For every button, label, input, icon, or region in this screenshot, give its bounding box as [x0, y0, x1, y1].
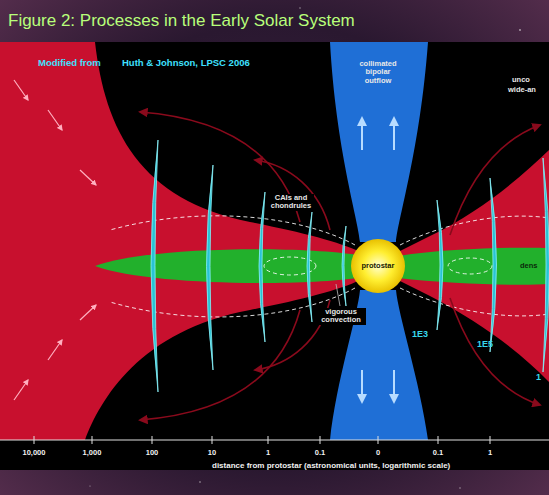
region-label: CAIs and chondrules [268, 194, 314, 211]
region-label: dens [520, 262, 538, 270]
axis-tick-label: 0.1 [305, 449, 335, 457]
figure-title: Figure 2: Processes in the Early Solar S… [8, 12, 355, 31]
region-label: collimated bipolar outflow [355, 60, 401, 85]
credit-text: Modified from [38, 58, 101, 68]
node-text: protostar [362, 262, 395, 270]
axis-tick-label: 10,000 [14, 449, 54, 457]
callout-number: 1 [536, 373, 541, 383]
protostar-circle: protostar [350, 238, 406, 294]
axis-tick-label: 1 [475, 449, 505, 457]
region-label: vigorous convection [316, 308, 366, 325]
callout-number: 1E3 [412, 330, 428, 340]
axis-tick-label: 1,000 [72, 449, 112, 457]
credit-text: Huth & Johnson, LPSC 2006 [122, 58, 250, 68]
axis-tick-label: 0 [363, 449, 393, 457]
axis-title: distance from protostar (astronomical un… [212, 462, 450, 471]
region-label: wide-an [508, 86, 536, 94]
region-label: unco [512, 76, 530, 84]
axis-tick-label: 1 [253, 449, 283, 457]
callout-number: 1E5 [477, 340, 493, 350]
axis-tick-label: 10 [197, 449, 227, 457]
protostar-disc [351, 239, 405, 293]
axis-tick-label: 100 [137, 449, 167, 457]
axis-tick-label: 0.1 [423, 449, 453, 457]
